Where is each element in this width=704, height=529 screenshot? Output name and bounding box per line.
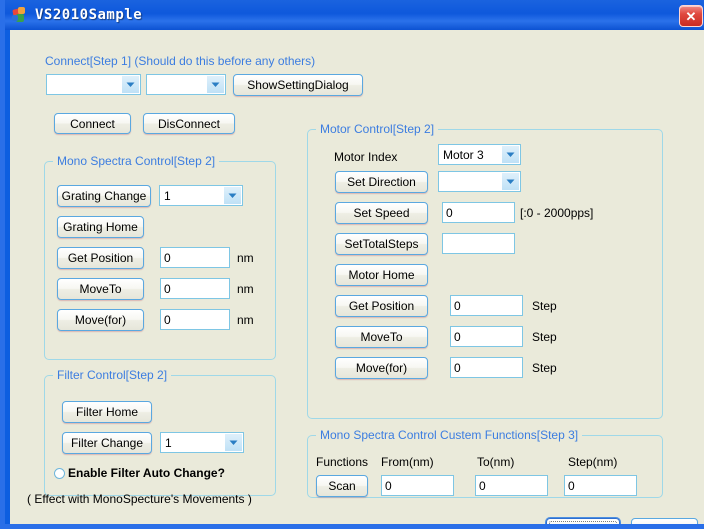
custom-functions-group-legend: Mono Spectra Control Custem Functions[St… [316, 428, 583, 442]
connect-baud-combo[interactable] [146, 74, 226, 95]
mono-move-to-unit: nm [237, 282, 254, 296]
radio-icon[interactable] [54, 467, 65, 479]
mono-get-position-button[interactable]: Get Position [57, 247, 144, 269]
mono-move-for-field[interactable]: 0 [160, 309, 230, 330]
ok-button[interactable]: OK [546, 518, 620, 524]
set-direction-button[interactable]: Set Direction [335, 171, 428, 193]
motor-get-position-field[interactable]: 0 [450, 295, 523, 316]
connect-button[interactable]: Connect [54, 113, 131, 134]
filter-control-group: Filter Control[Step 2] Filter Home Filte… [44, 368, 276, 496]
ok-button-label: OK [574, 523, 591, 525]
set-speed-field[interactable]: 0 [442, 202, 515, 223]
mono-get-position-field[interactable]: 0 [160, 247, 230, 268]
cancel-button[interactable]: Cancel [631, 518, 698, 524]
title-bar: VS2010Sample ✕ [5, 0, 704, 30]
motor-index-combo-value: Motor 3 [443, 147, 484, 162]
filter-change-button[interactable]: Filter Change [62, 432, 152, 454]
col-header-step: Step(nm) [568, 455, 618, 469]
filter-combo-value: 1 [165, 435, 172, 450]
mono-spectra-group-legend: Mono Spectra Control[Step 2] [53, 154, 220, 168]
connect-port-combo[interactable] [46, 74, 141, 95]
motor-move-for-button[interactable]: Move(for) [335, 357, 428, 379]
chevron-down-icon[interactable] [502, 173, 519, 190]
motor-control-group-legend: Motor Control[Step 2] [316, 122, 439, 136]
motor-get-position-unit: Step [532, 299, 557, 313]
mono-move-to-button[interactable]: MoveTo [57, 278, 144, 300]
filter-home-button[interactable]: Filter Home [62, 401, 152, 423]
enable-filter-auto-change-label: Enable Filter Auto Change? [68, 466, 225, 480]
motor-control-group: Motor Control[Step 2] Motor Index Motor … [307, 122, 663, 419]
motor-move-for-unit: Step [532, 361, 557, 375]
scan-button[interactable]: Scan [316, 475, 368, 497]
motor-get-position-button[interactable]: Get Position [335, 295, 428, 317]
motor-move-to-unit: Step [532, 330, 557, 344]
motor-home-button[interactable]: Motor Home [335, 264, 428, 286]
filter-auto-change-note: ( Effect with MonoSpecture's Movements ) [27, 492, 252, 506]
motor-move-to-field[interactable]: 0 [450, 326, 523, 347]
filter-control-group-legend: Filter Control[Step 2] [53, 368, 172, 382]
chevron-down-icon[interactable] [207, 76, 224, 93]
set-direction-combo[interactable] [438, 171, 521, 192]
mono-move-to-field[interactable]: 0 [160, 278, 230, 299]
chevron-down-icon[interactable] [224, 187, 241, 204]
col-header-to: To(nm) [477, 455, 515, 469]
filter-combo[interactable]: 1 [160, 432, 244, 453]
mono-get-position-unit: nm [237, 251, 254, 265]
set-total-steps-button[interactable]: SetTotalSteps [335, 233, 428, 255]
window-title: VS2010Sample [35, 7, 143, 23]
motor-index-combo[interactable]: Motor 3 [438, 144, 521, 165]
app-logo-icon [12, 7, 29, 23]
custom-functions-group: Mono Spectra Control Custem Functions[St… [307, 428, 663, 498]
col-header-functions: Functions [316, 455, 369, 469]
scan-from-field[interactable]: 0 [381, 475, 454, 496]
mono-spectra-control-group: Mono Spectra Control[Step 2] Grating Cha… [44, 154, 276, 360]
grating-combo-value: 1 [164, 188, 171, 203]
show-setting-dialog-button[interactable]: ShowSettingDialog [233, 74, 363, 96]
close-icon[interactable]: ✕ [679, 5, 703, 27]
scan-step-field[interactable]: 0 [564, 475, 637, 496]
connect-group-legend: Connect[Step 1] (Should do this before a… [45, 54, 316, 68]
motor-index-label: Motor Index [334, 150, 398, 164]
motor-move-to-button[interactable]: MoveTo [335, 326, 428, 348]
set-total-steps-field[interactable] [442, 233, 515, 254]
mono-move-for-button[interactable]: Move(for) [57, 309, 144, 331]
col-header-from: From(nm) [381, 455, 434, 469]
motor-move-for-field[interactable]: 0 [450, 357, 523, 378]
speed-range-hint: [:0 - 2000pps] [520, 206, 594, 220]
scan-to-field[interactable]: 0 [475, 475, 548, 496]
enable-filter-auto-change-radio[interactable]: Enable Filter Auto Change? [54, 466, 225, 480]
chevron-down-icon[interactable] [225, 434, 242, 451]
grating-home-button[interactable]: Grating Home [57, 216, 144, 238]
set-speed-button[interactable]: Set Speed [335, 202, 428, 224]
chevron-down-icon[interactable] [502, 146, 519, 163]
chevron-down-icon[interactable] [122, 76, 139, 93]
mono-move-for-unit: nm [237, 313, 254, 327]
grating-combo[interactable]: 1 [159, 185, 243, 206]
dialog-client-area: Connect[Step 1] (Should do this before a… [10, 30, 704, 524]
grating-change-button[interactable]: Grating Change [57, 185, 151, 207]
disconnect-button[interactable]: DisConnect [143, 113, 235, 134]
